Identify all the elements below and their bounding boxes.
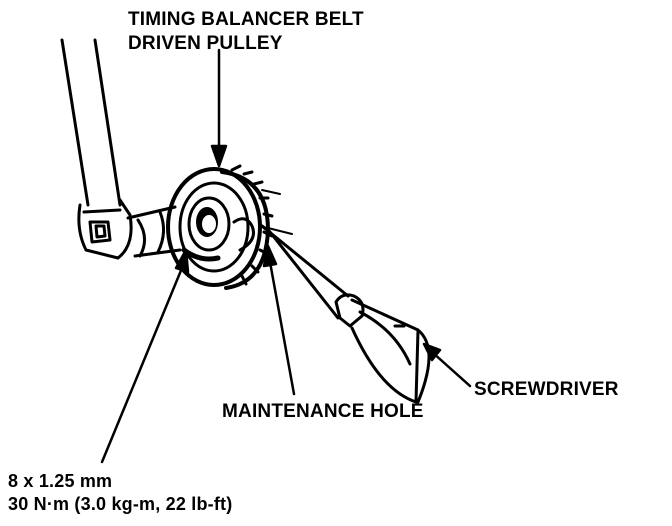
maintenance-hole-label: MAINTENANCE HOLE	[222, 401, 424, 422]
screwdriver-label: SCREWDRIVER	[474, 379, 619, 400]
leader-lines	[100, 48, 472, 464]
pulley-label-line2: DRIVEN PULLEY	[128, 33, 283, 54]
bolt-spec-line1: 8 x 1.25 mm	[8, 471, 113, 491]
wrench	[60, 38, 133, 260]
screwdriver	[260, 189, 431, 404]
bolt-spec-line2: 30 N·m (3.0 kg-m, 22 lb-ft)	[8, 494, 233, 514]
pulley-label-line1: TIMING BALANCER BELT	[128, 9, 364, 30]
